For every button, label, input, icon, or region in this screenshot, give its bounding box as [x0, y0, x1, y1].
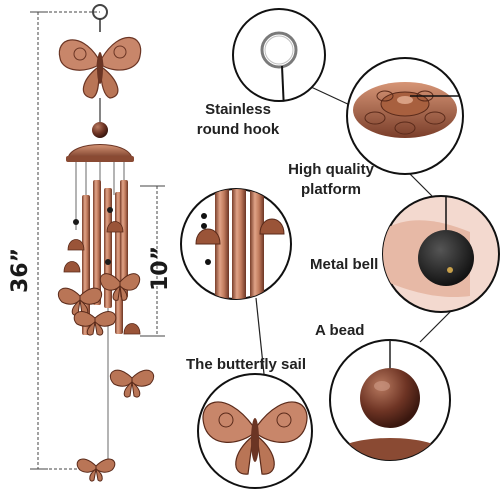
top-butterfly-ornament: [58, 36, 142, 99]
bead-callout: A bead: [315, 322, 365, 339]
bell-detail-circle: [382, 195, 500, 313]
wind-chime: [57, 4, 155, 482]
hook-detail-circle: [232, 8, 326, 102]
bell-callout: Metal bell: [310, 256, 379, 273]
chime-bells: [63, 221, 141, 335]
hook-callout: Stainless round hook: [196, 101, 280, 139]
total-length-label: 36”: [8, 247, 34, 294]
bead-detail-circle: [329, 339, 451, 461]
platform-detail-circle: [346, 57, 464, 175]
platform: [67, 144, 133, 159]
tube-length-label: 10”: [148, 245, 174, 292]
butterfly-sails: [57, 273, 155, 482]
top-bead: [92, 122, 108, 138]
platform-callout: High quality platform: [288, 161, 374, 199]
tube-length-dimension: [140, 185, 165, 337]
sail-callout: The butterfly sail: [186, 356, 307, 373]
tubes-detail-circle: [180, 188, 292, 300]
sail-detail-circle: [197, 373, 313, 489]
